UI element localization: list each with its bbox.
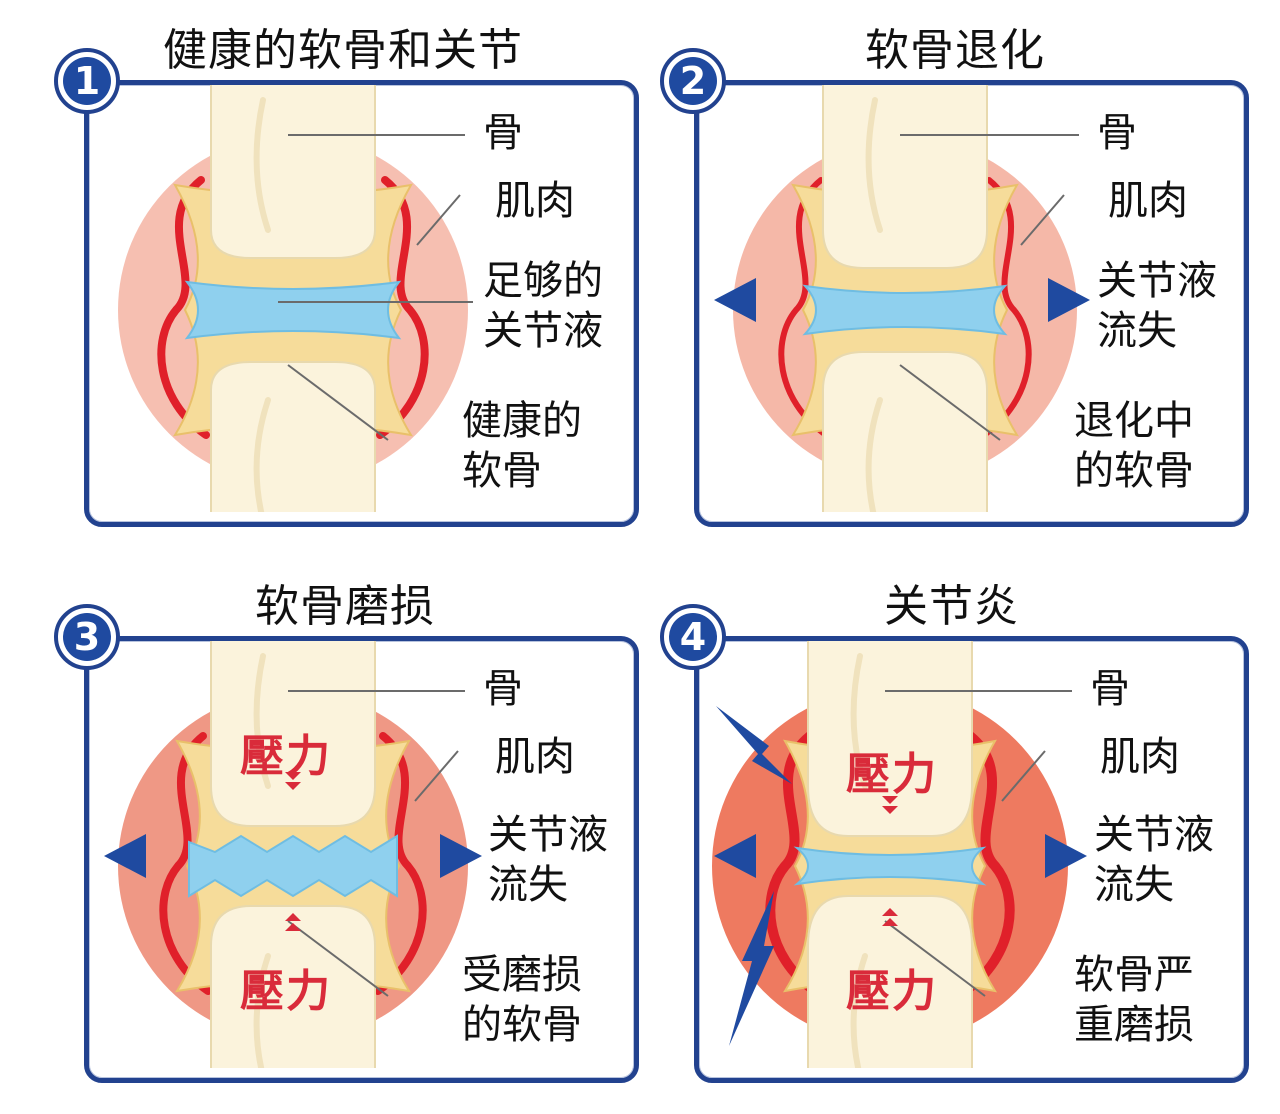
upper-bone [210, 85, 376, 259]
panel-2-label-fluid-1: 关节液 [1097, 258, 1217, 304]
leader-line-muscle [1001, 750, 1046, 802]
pressure-down-chevron [882, 796, 898, 804]
panel-2-label-bone: 骨 [1097, 110, 1137, 156]
leader-line-muscle [416, 194, 461, 246]
leader-line-muscle [414, 750, 459, 802]
panel-3-label-fluid-1: 关节液 [488, 812, 608, 858]
panel-2-label-cartilage-2: 的软骨 [1074, 448, 1194, 494]
pressure-up-chevron [285, 913, 301, 921]
panel-4-pressure-top: 壓力 [846, 749, 938, 800]
synovial-fluid [793, 846, 987, 886]
joint-group [712, 641, 1068, 1068]
muscle-left [778, 177, 829, 438]
joint-group [733, 85, 1077, 512]
panel-4-label-fluid-2: 流失 [1094, 862, 1174, 908]
fluid-loss-arrow-right [1048, 278, 1090, 322]
pressure-down-chevron [882, 806, 898, 814]
leader-line-cartilage [899, 364, 1001, 441]
muscle-left [159, 732, 212, 995]
panel-3-label-cartilage-1: 受磨损 [462, 952, 582, 998]
bone-highlight [865, 97, 883, 233]
panel-4-label-bone: 骨 [1090, 666, 1130, 712]
lower-bone [807, 895, 973, 1068]
joint-group [118, 641, 468, 1068]
panel-4-label-muscle: 肌肉 [1100, 734, 1180, 780]
panel-1-label-cartilage-2: 软骨 [462, 448, 542, 494]
panel-1-badge: 1 [54, 48, 120, 114]
muscle-left [157, 176, 210, 439]
panel-2-badge: 2 [660, 48, 726, 114]
panel-3-title: 软骨磨损 [255, 581, 435, 632]
panel-1-label-muscle: 肌肉 [495, 178, 575, 224]
leader-line-cartilage [884, 920, 986, 997]
muscle-right [376, 176, 429, 439]
panel-1-label-fluid-2: 关节液 [483, 308, 603, 354]
leader-line-cartilage [287, 364, 389, 441]
pressure-up-chevron [285, 923, 301, 931]
bone-highlight [253, 397, 271, 512]
upper-bone [807, 641, 973, 837]
lower-bone [210, 905, 376, 1068]
panel-2-number: 2 [669, 57, 717, 105]
lightning-bolt-upper [716, 706, 792, 784]
leader-line-muscle [1020, 194, 1065, 246]
panel-3-pressure-top: 壓力 [240, 731, 332, 782]
panel-3-number: 3 [63, 613, 111, 661]
pressure-down-chevron [285, 782, 301, 790]
muscle-left [765, 731, 820, 996]
panel-3-label-bone: 骨 [483, 666, 523, 712]
fluid-loss-arrow-right [440, 834, 482, 878]
bone-highlight [253, 97, 271, 233]
panel-4-number: 4 [669, 613, 717, 661]
fluid-loss-arrow-left [104, 834, 146, 878]
lightning-bolt-lower [729, 891, 774, 1046]
joint-group [118, 85, 468, 512]
panel-2-label-cartilage-1: 退化中 [1074, 398, 1194, 444]
panel-2-label-muscle: 肌肉 [1108, 178, 1188, 224]
panel-4-label-cartilage-1: 软骨严 [1074, 952, 1194, 998]
synovial-fluid [802, 284, 1008, 336]
lower-bone [210, 361, 376, 512]
muscle-right [374, 732, 427, 995]
pressure-down-chevron [285, 772, 301, 780]
panel-4-label-cartilage-2: 重磨损 [1074, 1002, 1194, 1048]
panel-4-pressure-bottom: 壓力 [846, 966, 938, 1017]
bone-highlight [253, 653, 271, 789]
upper-bone [210, 641, 376, 827]
panel-2-label-fluid-2: 流失 [1097, 308, 1177, 354]
bone-highlight [850, 953, 868, 1068]
muscle-right [981, 177, 1032, 438]
fluid-loss-arrow-left [714, 278, 756, 322]
panel-4-label-fluid-1: 关节液 [1094, 812, 1214, 858]
panel-2-title: 软骨退化 [865, 25, 1045, 76]
synovial-fluid [184, 280, 402, 340]
panel-1-number: 1 [63, 57, 111, 105]
panel-3-pressure-bottom: 壓力 [240, 966, 332, 1017]
panel-4-badge: 4 [660, 604, 726, 670]
leader-line-cartilage [287, 920, 389, 997]
panel-1-title: 健康的软骨和关节 [163, 25, 523, 76]
synovial-fluid [188, 834, 398, 898]
bone-highlight [865, 397, 883, 512]
panel-1-label-cartilage-1: 健康的 [462, 398, 582, 444]
panel-3-label-fluid-2: 流失 [488, 862, 568, 908]
panel-1-label-fluid-1: 足够的 [483, 258, 603, 304]
fluid-loss-arrow-left [714, 834, 756, 878]
panel-4-title: 关节炎 [884, 581, 1019, 632]
muscle-right [960, 731, 1015, 996]
panel-3-badge: 3 [54, 604, 120, 670]
pressure-up-chevron [882, 908, 898, 916]
panel-3-label-cartilage-2: 的软骨 [462, 1002, 582, 1048]
upper-bone [822, 85, 988, 269]
bone-highlight [850, 653, 868, 789]
fluid-loss-arrow-right [1045, 834, 1087, 878]
pressure-up-chevron [882, 918, 898, 926]
panel-1-label-bone: 骨 [483, 110, 523, 156]
bone-highlight [253, 953, 271, 1068]
panel-3-label-muscle: 肌肉 [495, 734, 575, 780]
